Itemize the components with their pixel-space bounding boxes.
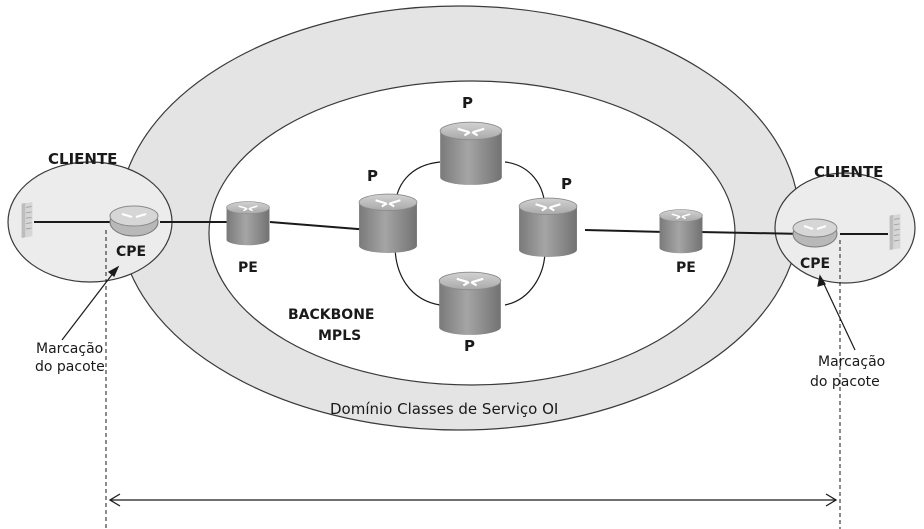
cpe-label-left: CPE [116, 244, 146, 260]
backbone-label: BACKBONE [288, 307, 374, 323]
pacote-label-left: do pacote [35, 359, 105, 375]
p-label-left: P [367, 167, 378, 185]
dashed-guides [105, 230, 841, 529]
p-router-left [357, 192, 419, 254]
pe-label-right: PE [676, 260, 696, 276]
pe-router-left [225, 200, 271, 246]
p-router-top [438, 120, 504, 186]
marcacao-label-right: Marcação [818, 354, 885, 370]
cliente-label-left: CLIENTE [48, 150, 117, 168]
domain-label: Domínio Classes de Serviço OI [330, 400, 558, 418]
marcacao-label-left: Marcação [36, 341, 103, 357]
pe-router-right [658, 208, 704, 254]
marking-arrow-left [61, 265, 120, 341]
server-icon [888, 213, 902, 251]
server-icon [21, 201, 34, 239]
pe-label-left: PE [238, 260, 258, 276]
cpe-label-right: CPE [800, 256, 830, 272]
p-router-bottom [437, 270, 503, 336]
end-to-end-arrow [108, 493, 838, 507]
client-circle-right [774, 172, 916, 284]
p-router-right [517, 196, 579, 258]
cliente-label-right: CLIENTE [814, 163, 883, 181]
cpe-router-right [792, 218, 838, 248]
p-label-bottom: P [464, 337, 475, 355]
cpe-router-left [109, 205, 159, 237]
pacote-label-right: do pacote [810, 374, 880, 390]
mpls-label: MPLS [318, 328, 361, 344]
p-label-top: P [462, 94, 473, 112]
p-label-right: P [561, 175, 572, 193]
marking-arrow-right [817, 274, 856, 351]
